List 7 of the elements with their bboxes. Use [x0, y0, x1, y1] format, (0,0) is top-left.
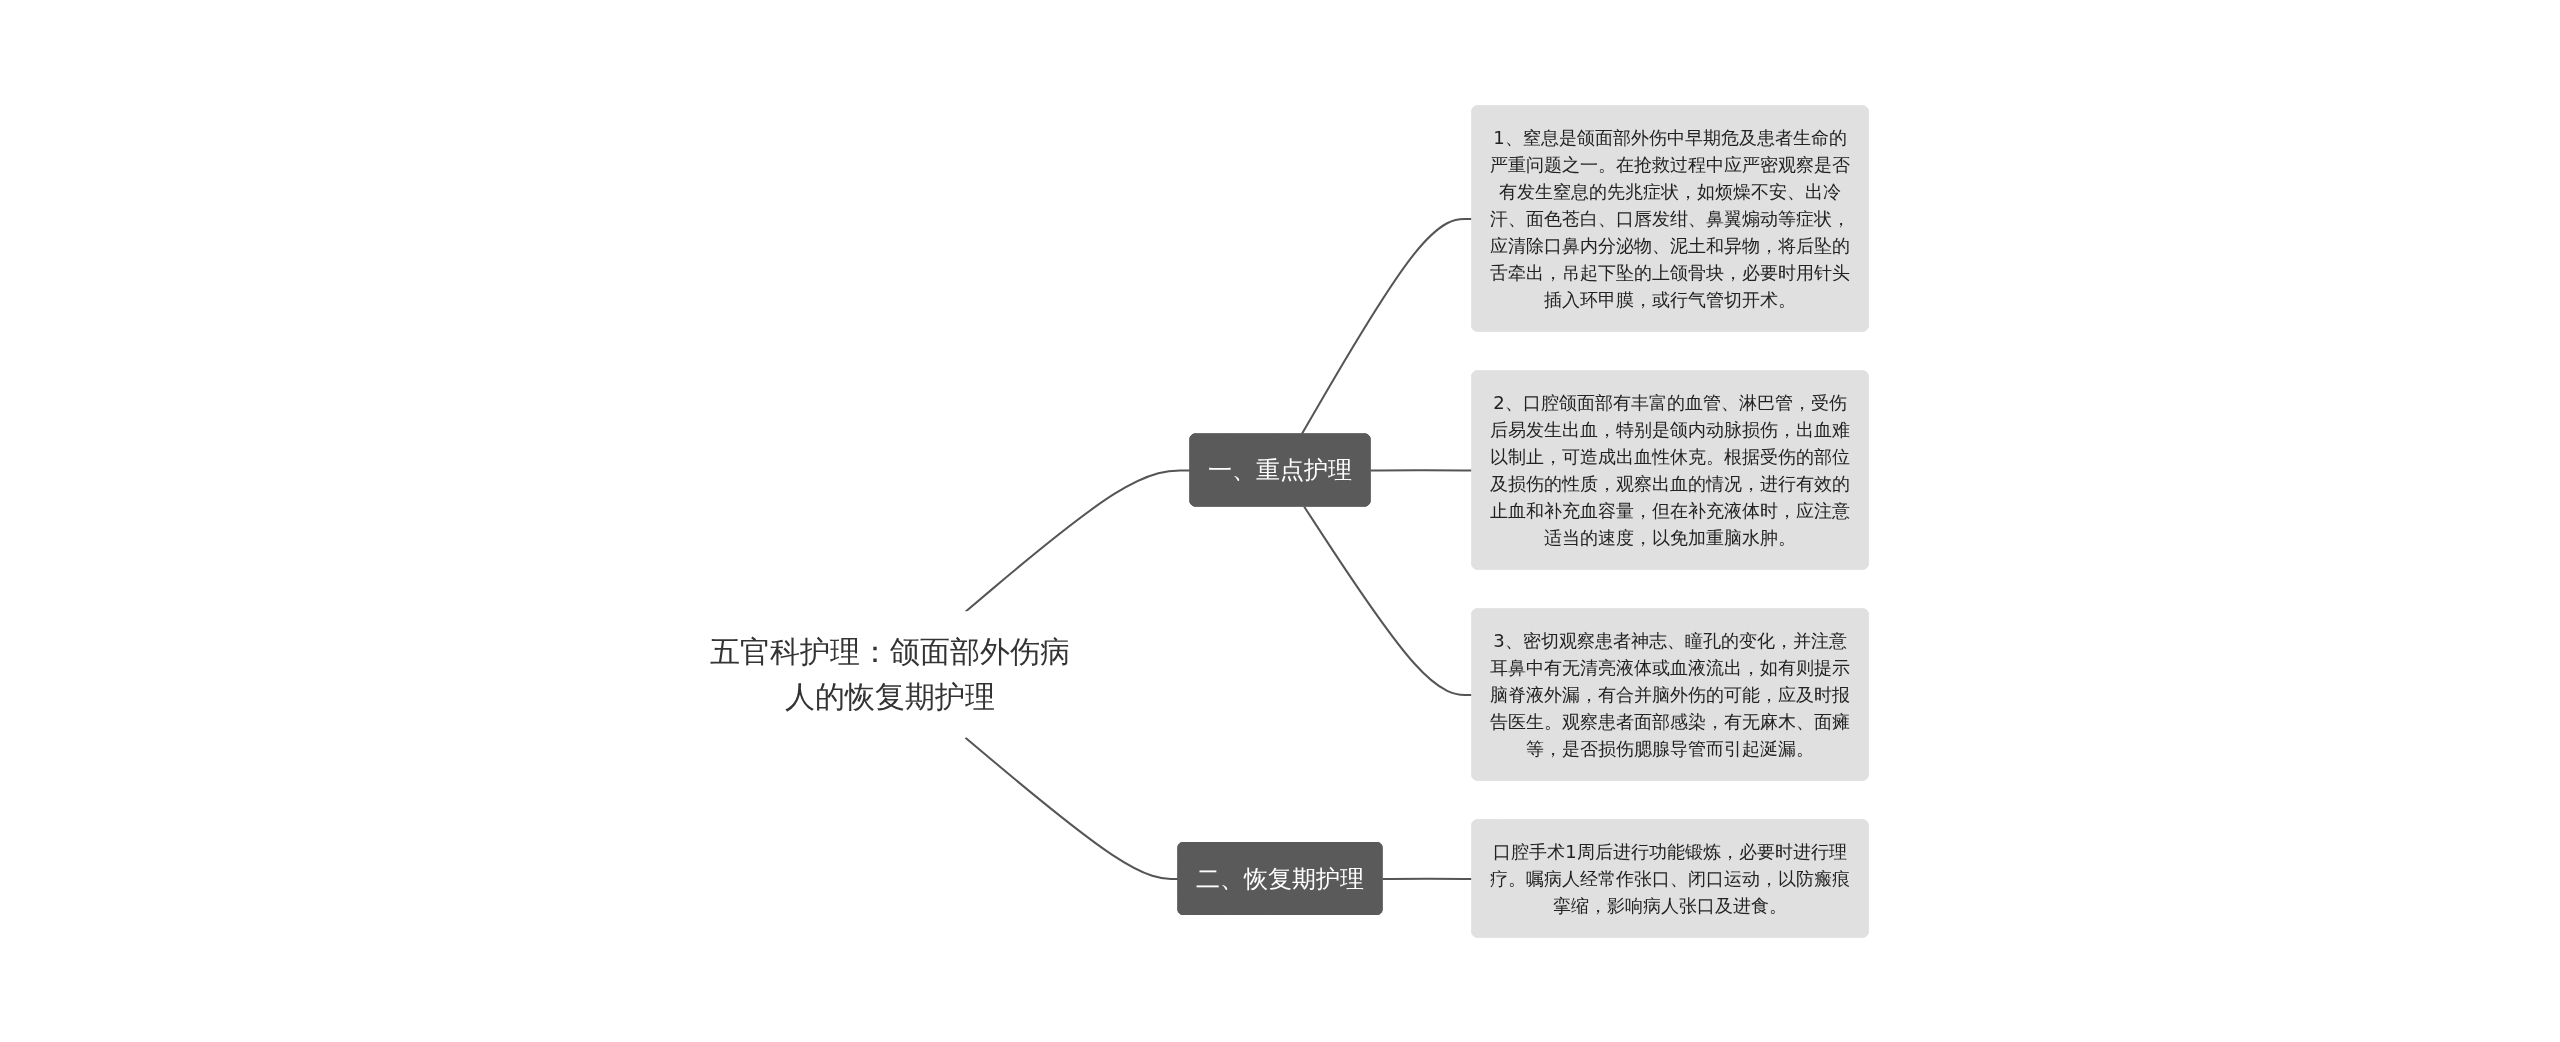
node-text: 五官科护理：颌面部外伤病人的恢复期护理: [710, 633, 1070, 714]
connector: [1300, 217, 1474, 435]
connector: [964, 736, 1180, 880]
connector: [1369, 468, 1474, 471]
connector: [1303, 505, 1474, 696]
connector: [964, 468, 1192, 613]
connector: [1381, 877, 1474, 880]
